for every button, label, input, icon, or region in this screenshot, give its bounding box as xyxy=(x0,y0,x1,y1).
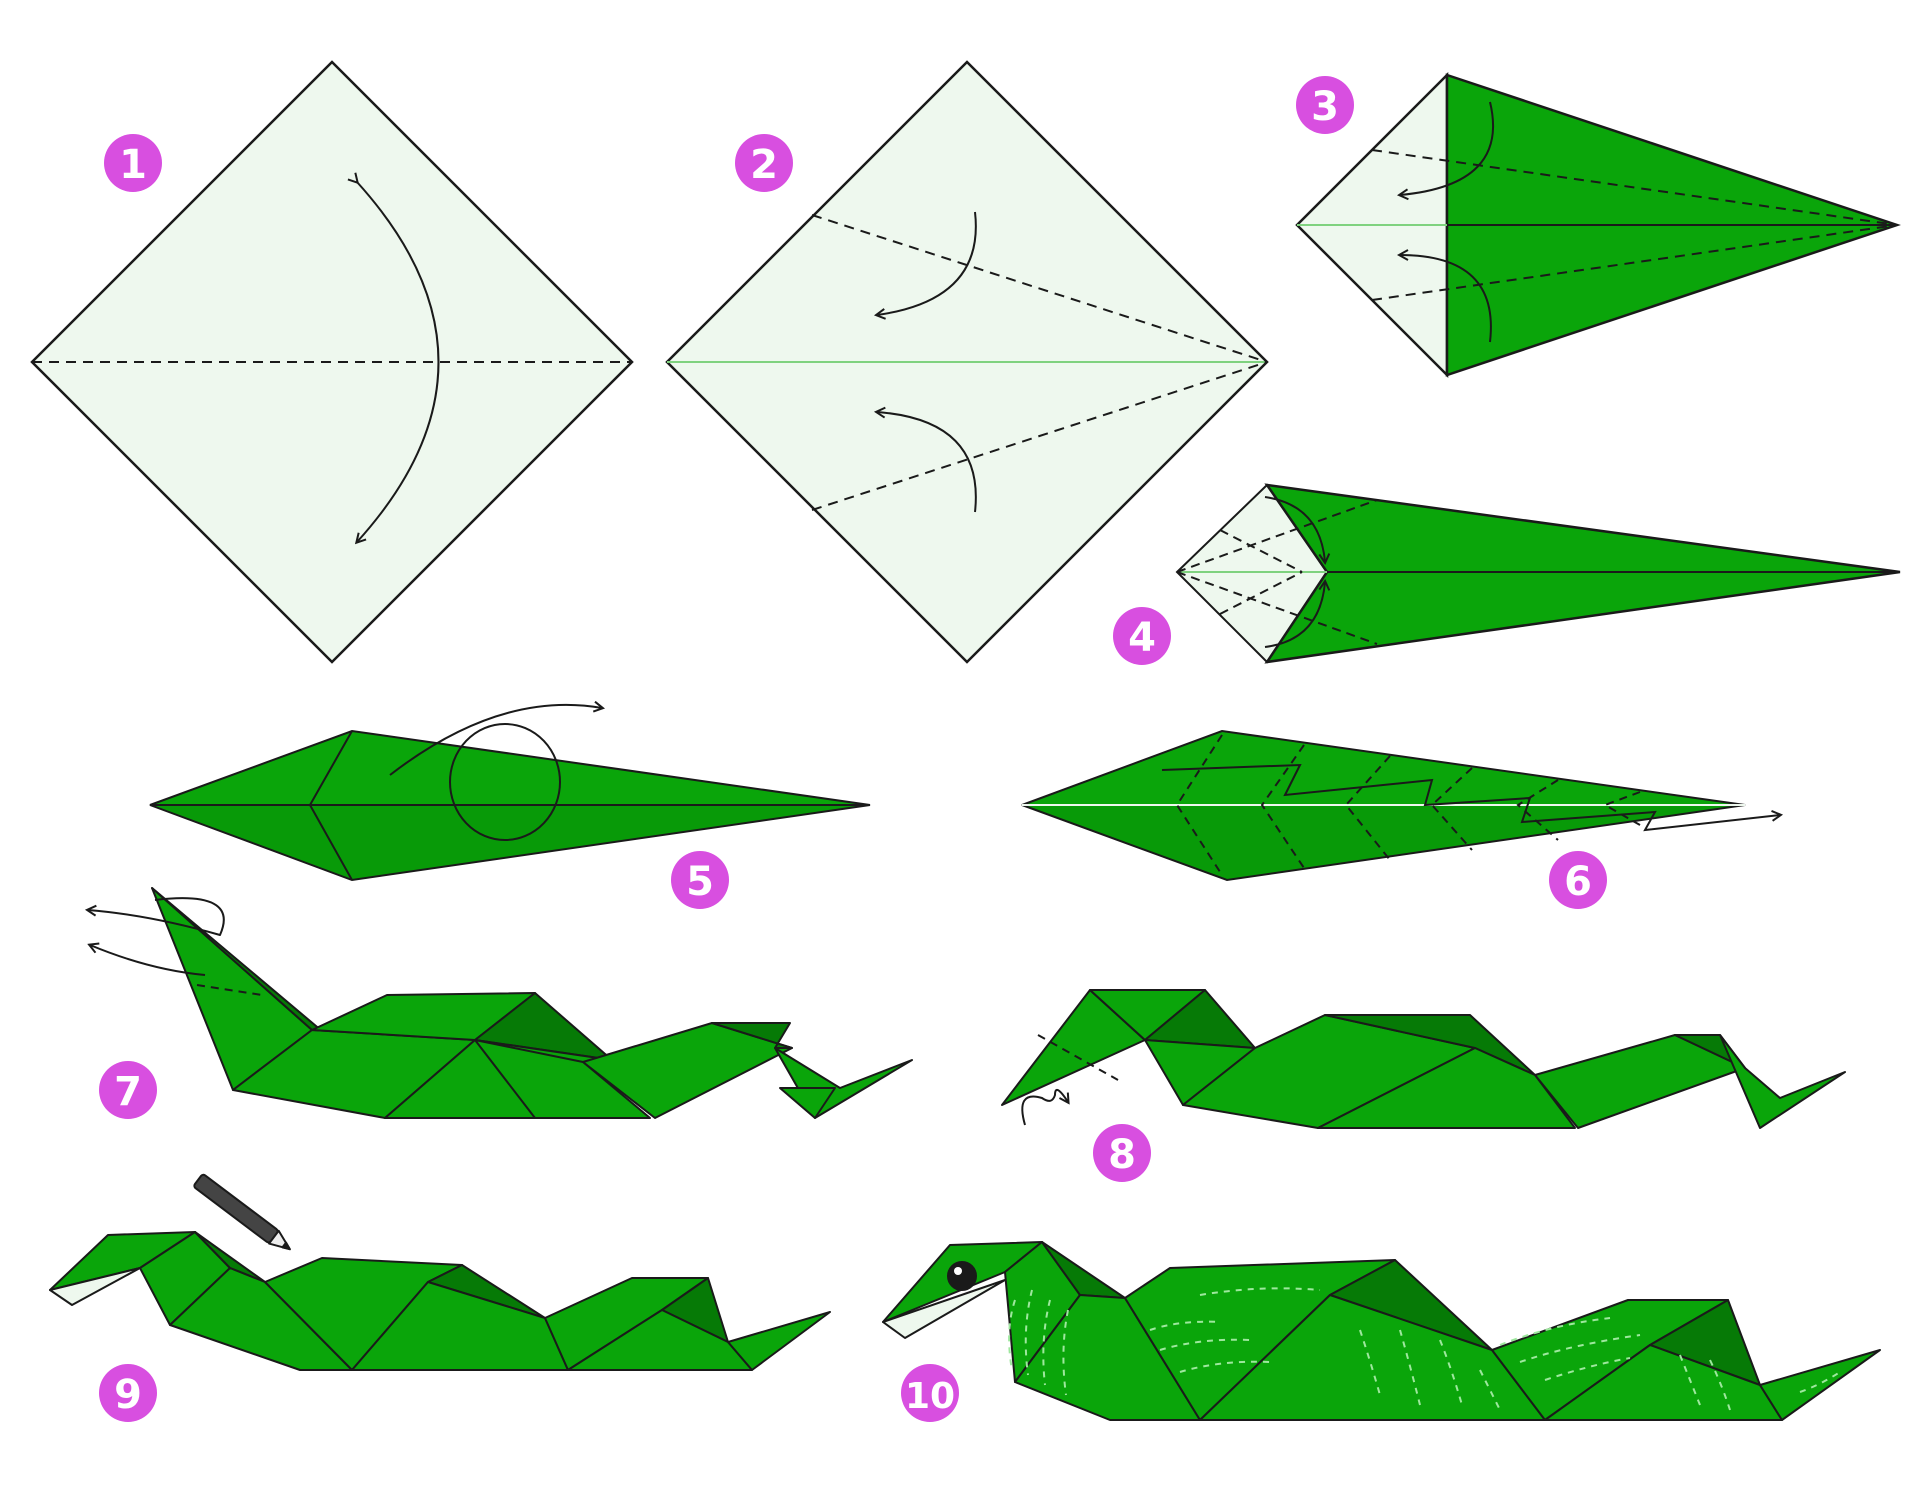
step-8-loop-arrow-icon xyxy=(1021,1088,1068,1126)
step-7-fold-line xyxy=(196,984,263,996)
step-2-curved-arrow-icon xyxy=(877,412,977,513)
step-10-badge: 10 xyxy=(901,1364,959,1422)
step-9-head-lip xyxy=(49,1267,141,1306)
step-9-number: 9 xyxy=(114,1372,142,1418)
step-5-rotate-circle xyxy=(449,723,561,841)
step-4-number: 4 xyxy=(1128,615,1156,661)
step-6-badge: 6 xyxy=(1549,851,1607,909)
step-8-diagram xyxy=(1001,989,1846,1129)
step-4-green-body xyxy=(1264,483,1901,664)
step-3-badge: 3 xyxy=(1296,76,1354,134)
step-5-number: 5 xyxy=(686,859,714,905)
step-5-body-bottom xyxy=(149,804,871,882)
step-7-segment-3 xyxy=(474,1039,651,1119)
step-6-pleat-lines xyxy=(1175,734,1641,876)
step-2-fold-line-top xyxy=(811,214,1268,363)
step-10-tail-tip xyxy=(1759,1349,1881,1421)
step-3-number: 3 xyxy=(1311,84,1339,130)
step-7-tail-tip xyxy=(779,1087,836,1119)
step-10-scale-pattern xyxy=(1008,1287,1841,1411)
step-6-diagram xyxy=(1021,729,1780,882)
step-2-number: 2 xyxy=(750,142,778,188)
step-3-fold-line-bottom xyxy=(1371,224,1898,301)
step-4-curved-arrow-icon xyxy=(1264,582,1325,648)
step-5-diagram xyxy=(149,705,871,882)
step-5-badge: 5 xyxy=(671,851,729,909)
step-1-diagram xyxy=(30,60,634,664)
step-3-fold-line-top xyxy=(1371,149,1898,226)
step-8-tail xyxy=(1719,1034,1846,1129)
step-1-badge: 1 xyxy=(104,134,162,192)
step-4-curved-arrow-icon xyxy=(1264,496,1325,562)
step-8-fold-line xyxy=(1037,1034,1119,1081)
step-7-diagram xyxy=(88,887,913,1119)
step-3-diagram xyxy=(1295,71,1901,379)
step-2-badge: 2 xyxy=(735,134,793,192)
step-5-flip-arrow-icon xyxy=(389,705,602,776)
step-6-number: 6 xyxy=(1564,859,1592,905)
step-3-curved-arrow-icon xyxy=(1400,101,1495,195)
step-7-tail xyxy=(774,1047,913,1119)
step-10-diagram xyxy=(882,1241,1881,1421)
step-7-curved-arrow-icon xyxy=(90,945,206,976)
eye-highlight xyxy=(954,1267,962,1275)
step-5-body-top xyxy=(149,729,871,806)
step-4-diagram xyxy=(1175,483,1901,664)
step-2-curved-arrow-icon xyxy=(877,211,977,315)
step-4-fold-line xyxy=(1219,529,1303,573)
step-1-curved-arrow-icon xyxy=(357,182,440,542)
step-4-badge: 4 xyxy=(1113,607,1171,665)
step-4-fold-line xyxy=(1176,499,1378,573)
step-8-segment-3 xyxy=(1317,1047,1576,1129)
step-9-diagram xyxy=(49,1173,831,1371)
step-4-fold-line xyxy=(1219,571,1303,615)
step-10-number: 10 xyxy=(905,1376,955,1417)
step-8-badge: 8 xyxy=(1093,1124,1151,1182)
pencil-icon xyxy=(193,1173,291,1251)
step-1-paper-square xyxy=(30,60,634,664)
step-7-badge: 7 xyxy=(99,1061,157,1119)
step-9-tail-tip xyxy=(727,1311,831,1371)
step-3-curved-arrow-icon xyxy=(1400,255,1492,343)
step-4-fold-line xyxy=(1176,571,1378,645)
step-6-body-bottom xyxy=(1021,804,1746,882)
step-2-fold-line-bottom xyxy=(811,361,1268,511)
step-8-number: 8 xyxy=(1108,1132,1136,1178)
step-9-badge: 9 xyxy=(99,1364,157,1422)
step-10-head-lip xyxy=(882,1279,1006,1339)
step-badges: 1 2 3 4 5 6 7 8 xyxy=(99,76,1607,1422)
step-7-number: 7 xyxy=(114,1069,142,1115)
step-6-zigzag-arrow-icon xyxy=(1161,763,1780,832)
step-2-diagram xyxy=(665,60,1269,664)
eye-icon xyxy=(947,1261,977,1291)
step-7-curved-arrow-icon xyxy=(88,897,225,936)
step-1-number: 1 xyxy=(119,142,147,188)
